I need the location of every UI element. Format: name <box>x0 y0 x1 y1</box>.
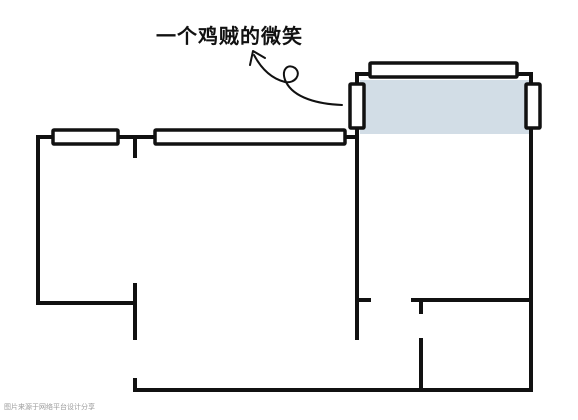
window-bay-right <box>524 82 542 130</box>
windows <box>51 61 542 146</box>
highlighted-bay-area <box>360 80 529 134</box>
arrow-curve <box>253 54 343 106</box>
annotation-label: 一个鸡贼的微笑 <box>156 24 303 48</box>
watermark: 图片来源于网络平台设计分享 <box>4 403 95 411</box>
annotation-arrow <box>249 50 343 106</box>
window-bay-left <box>348 82 366 130</box>
window-top-left <box>51 128 120 146</box>
window-top-middle <box>153 128 347 146</box>
arrow-head <box>249 50 266 66</box>
window-bay-top <box>368 61 519 79</box>
